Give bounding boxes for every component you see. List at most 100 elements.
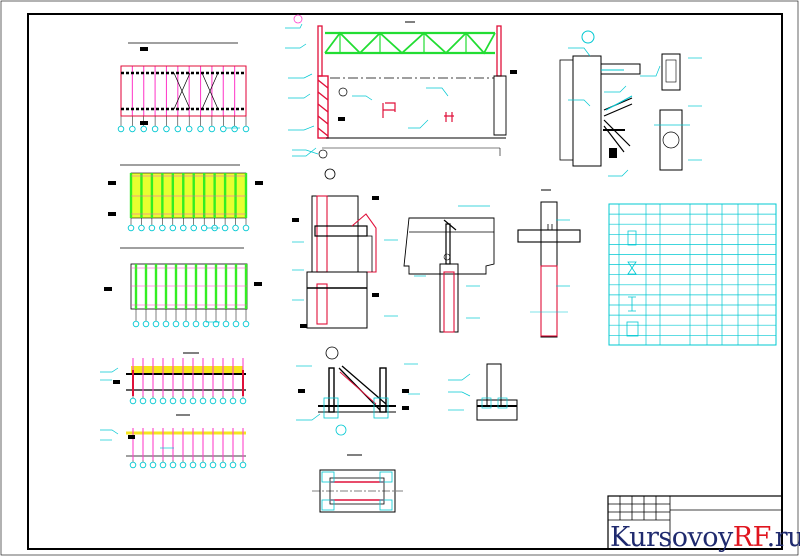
- axis-bubble: [182, 320, 190, 328]
- axis-bubble: [232, 224, 239, 232]
- sheet-inner-frame: [27, 13, 783, 550]
- axis-bubble: [231, 125, 238, 133]
- leader-line: [608, 169, 629, 177]
- axis-bubble: [148, 224, 156, 232]
- leader-line: [100, 429, 119, 435]
- leader-line: [292, 147, 317, 157]
- axis-bubble: [159, 461, 167, 469]
- axis-bubble: [149, 397, 157, 405]
- axis-bubble: [149, 461, 157, 469]
- axis-bubble: [220, 125, 227, 133]
- specification-table: [608, 203, 777, 346]
- leader-line: [296, 413, 321, 421]
- plan-purlins-1: [108, 164, 263, 232]
- site-watermark: KursovoyRF.ru: [610, 519, 800, 557]
- leader-line: [100, 367, 119, 373]
- axis-bubble: [159, 397, 167, 405]
- leader-line: [568, 47, 591, 57]
- axis-bubble: [219, 461, 227, 469]
- axis-bubble: [242, 320, 250, 328]
- elevation-row-1: [113, 352, 247, 405]
- axis-bubble: [185, 125, 193, 133]
- axis-bubble: [239, 461, 247, 469]
- axis-bubble: [138, 224, 145, 232]
- axis-bubble: [189, 461, 197, 469]
- axis-bubble: [197, 125, 204, 133]
- axis-bubble: [129, 397, 137, 405]
- axis-bubble: [139, 397, 147, 405]
- leader-line: [426, 87, 449, 97]
- leader-line: [640, 65, 661, 77]
- axis-bubble: [229, 461, 237, 469]
- axis-bubble: [169, 224, 177, 232]
- leader-line: [408, 119, 429, 129]
- axis-bubble: [179, 397, 187, 405]
- axis-bubble: [140, 125, 147, 133]
- leader-line: [448, 391, 471, 397]
- node-column-cap: [517, 189, 581, 338]
- axis-bubble: [212, 320, 220, 328]
- axis-bubble: [151, 125, 159, 133]
- axis-bubble: [163, 125, 170, 133]
- axis-bubble: [239, 397, 247, 405]
- axis-bubble: [242, 125, 250, 133]
- axis-bubble: [221, 224, 229, 232]
- axis-bubble: [209, 461, 217, 469]
- axis-bubble: [129, 461, 137, 469]
- axis-bubble: [129, 125, 136, 133]
- leader-line: [285, 43, 307, 49]
- axis-bubble: [199, 461, 207, 469]
- axis-bubble: [159, 224, 166, 232]
- leader-line: [448, 373, 471, 381]
- axis-bubble: [208, 125, 216, 133]
- axis-bubble: [219, 397, 227, 405]
- node-crane-beam: [403, 205, 495, 333]
- leader-line: [352, 95, 373, 101]
- leader-line: [288, 125, 315, 131]
- watermark-part-3: .ru: [766, 522, 800, 553]
- axis-bubble: [132, 320, 140, 328]
- leader-line: [288, 73, 313, 79]
- axis-bubble: [174, 125, 182, 133]
- node-truss-support: [559, 30, 690, 171]
- leader-line: [285, 23, 303, 29]
- axis-bubble: [169, 461, 177, 469]
- title-block: [607, 495, 783, 550]
- axis-bubble: [209, 397, 217, 405]
- axis-bubble: [229, 397, 237, 405]
- axis-bubble: [172, 320, 180, 328]
- watermark-part-1: Kursovoy: [610, 522, 733, 553]
- axis-bubble: [169, 397, 177, 405]
- axis-bubble: [117, 125, 125, 133]
- node-base-plan: [312, 454, 403, 513]
- axis-bubble: [142, 320, 150, 328]
- axis-bubble: [199, 397, 207, 405]
- leader-line: [292, 149, 319, 155]
- leader-line: [568, 99, 591, 107]
- leader-line: [288, 93, 311, 99]
- axis-bubble: [242, 224, 250, 232]
- axis-bubble: [202, 320, 210, 328]
- axis-bubble: [152, 320, 160, 328]
- axis-bubble: [179, 461, 187, 469]
- cross-section-frame: [293, 14, 517, 159]
- axis-bubble: [190, 224, 197, 232]
- axis-bubble: [139, 461, 147, 469]
- axis-bubble: [232, 320, 240, 328]
- node-column-base-side: [298, 346, 409, 436]
- axis-bubble: [222, 320, 230, 328]
- axis-bubble: [192, 320, 200, 328]
- axis-bubble: [162, 320, 170, 328]
- node-column-small-base: [476, 363, 518, 421]
- axis-bubble: [127, 224, 135, 232]
- axis-bubble: [189, 397, 197, 405]
- plan-purlins-2: [104, 247, 262, 328]
- plan-bracing-top: [117, 42, 250, 133]
- watermark-part-2: RF: [732, 522, 767, 553]
- elevation-row-2: [126, 414, 247, 469]
- leader-line: [604, 85, 627, 93]
- node-column-top: [292, 168, 379, 329]
- axis-bubble: [180, 224, 187, 232]
- leader-lines: [100, 23, 702, 449]
